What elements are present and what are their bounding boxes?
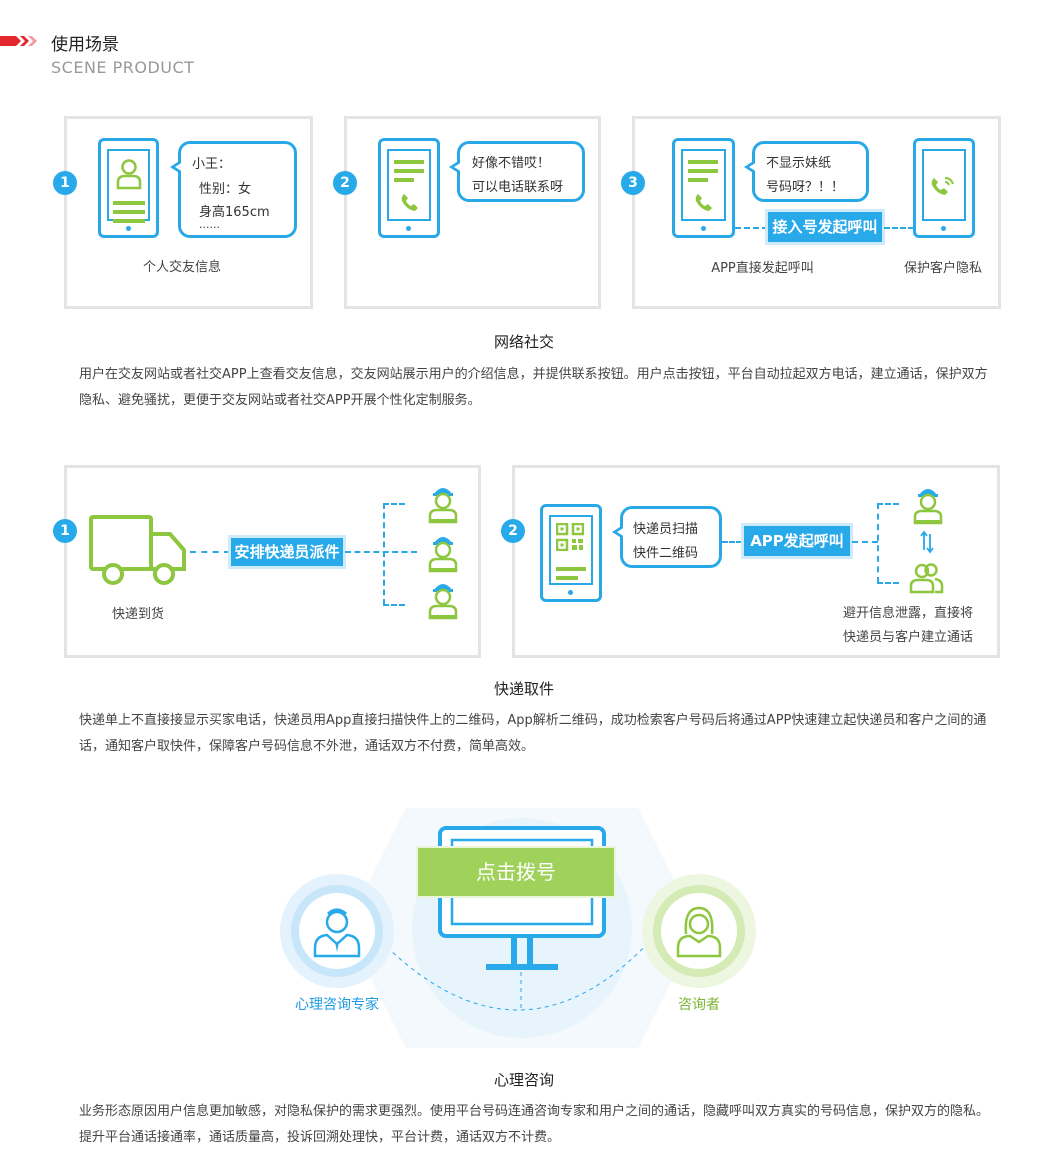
section-marker-icon xyxy=(0,33,40,47)
caption-personal-info: 个人交友信息 xyxy=(142,260,221,275)
section-desc-counsel: 业务形态原因用户信息更加敏感，对隐私保护的需求更强烈。使用平台号码连通咨询专家和… xyxy=(79,1104,990,1145)
phone-icon xyxy=(378,138,440,238)
section-desc-courier: 快递单上不直接接显示买家电话，快递员用App直接扫描快件上的二维码，App解析二… xyxy=(79,713,987,754)
courier-icon xyxy=(428,533,458,577)
dispatch-courier-button[interactable]: 安排快递员派件 xyxy=(231,538,343,566)
privacy-bubble: 不显示妹纸 号码呀？！！ xyxy=(744,141,869,202)
step-badge-2: 2 xyxy=(333,171,357,195)
caption-protect-privacy: 保护客户隐私 xyxy=(903,261,982,276)
courier-icon xyxy=(428,580,458,624)
courier-note-line1: 避开信息泄露，直接将 xyxy=(843,606,974,621)
phone-call-icon xyxy=(400,192,420,216)
section-title-social: 网络社交 xyxy=(493,333,554,351)
expert-label: 心理咨询专家 xyxy=(295,997,379,1013)
section-title-courier: 快递取件 xyxy=(493,680,554,698)
courier-icon xyxy=(913,485,943,529)
contact-bubble: 好像不错哎！ 可以电话联系呀 xyxy=(449,141,585,202)
dial-button[interactable]: 点击拨号 xyxy=(418,848,614,896)
phone-icon xyxy=(672,138,735,238)
courier-note-line2: 快递员与客户建立通话 xyxy=(843,630,974,645)
section-desc-social: 用户在交友网站或者社交APP上查看交友信息，交友网站展示用户的介绍信息，并提供联… xyxy=(79,367,988,408)
user-avatar-icon xyxy=(115,158,143,194)
step-badge-1: 1 xyxy=(53,171,77,195)
phone-call-icon xyxy=(694,192,714,216)
phone-icon xyxy=(540,504,602,602)
expert-avatar-icon xyxy=(278,872,396,994)
profile-bubble: 小王： 性别：女 身高165cm ...... xyxy=(170,141,297,238)
client-avatar-icon xyxy=(640,872,758,994)
step-badge-1: 1 xyxy=(53,519,77,543)
step-badge-3: 3 xyxy=(621,171,645,195)
swap-arrows-icon xyxy=(919,530,935,558)
customers-icon xyxy=(908,562,944,598)
incoming-call-icon xyxy=(930,174,958,204)
caption-package-arrived: 快递到货 xyxy=(111,607,164,622)
page-subtitle: SCENE PRODUCT xyxy=(51,58,195,77)
truck-icon xyxy=(88,514,188,590)
qr-code-icon xyxy=(555,522,585,555)
caption-app-call: APP直接发起呼叫 xyxy=(711,261,814,276)
connect-call-button[interactable]: 接入号发起呼叫 xyxy=(768,212,882,242)
scan-bubble: 快递员扫描 快件二维码 xyxy=(612,506,722,568)
app-call-button[interactable]: APP发起呼叫 xyxy=(744,526,850,556)
connection-dashed-line xyxy=(360,920,680,1034)
section-title-counsel: 心理咨询 xyxy=(493,1071,554,1089)
courier-icon xyxy=(428,484,458,528)
page-title: 使用场景 xyxy=(51,35,119,55)
step-badge-2: 2 xyxy=(501,519,525,543)
client-label: 咨询者 xyxy=(678,997,720,1013)
